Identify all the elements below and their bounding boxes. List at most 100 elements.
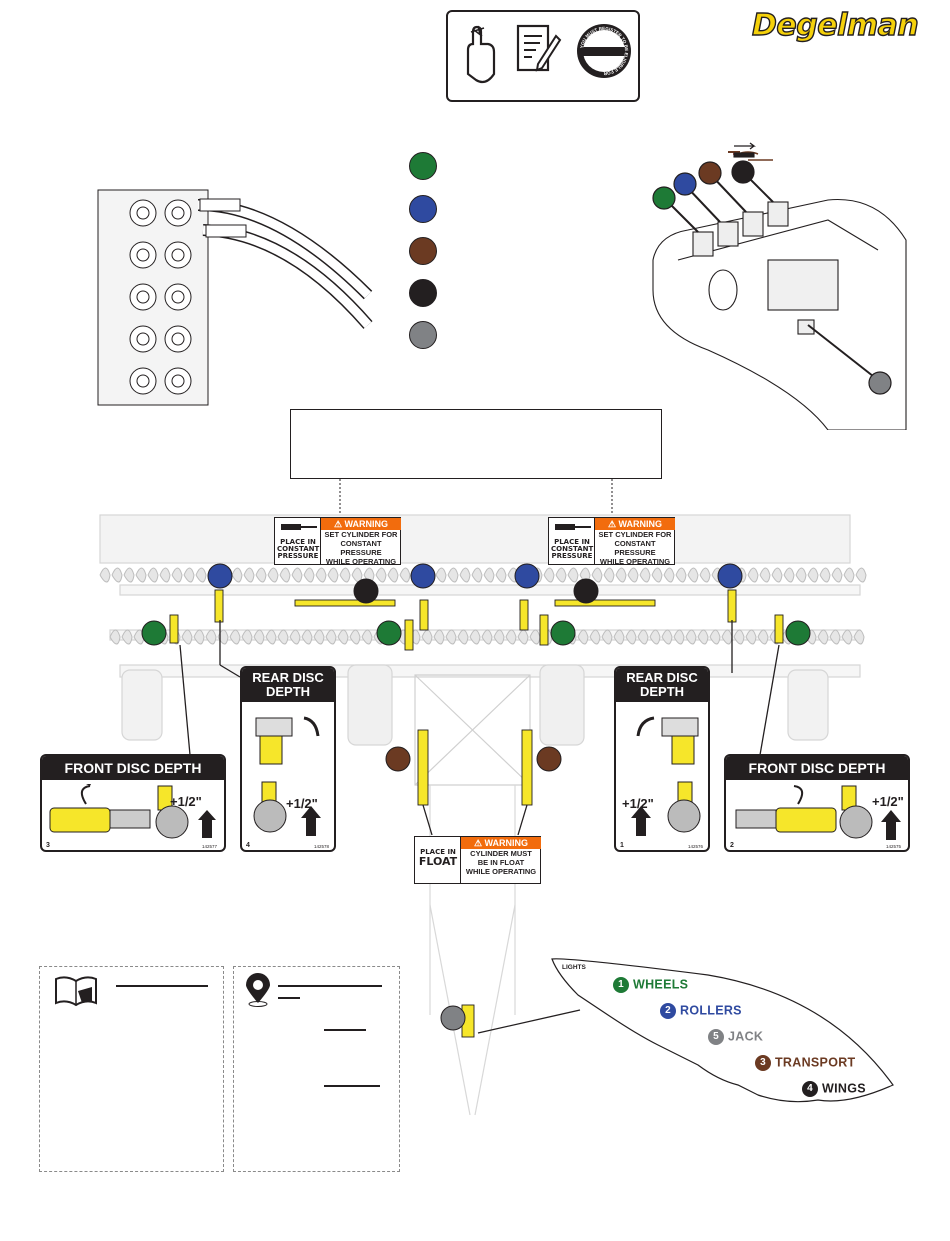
warning-label: WARNING bbox=[484, 838, 529, 848]
warning-line-1: CYLINDER MUST bbox=[470, 849, 532, 858]
disc-blade bbox=[255, 567, 267, 583]
disc-blade bbox=[337, 629, 349, 645]
disc-blade bbox=[663, 567, 675, 583]
disc-blade bbox=[555, 567, 567, 583]
disc-blade bbox=[817, 629, 829, 645]
disc-blade bbox=[183, 567, 195, 583]
tractor-console-illustration bbox=[652, 142, 907, 430]
depth-increment: +1/2" bbox=[872, 794, 904, 809]
decal-code: 142575 bbox=[886, 844, 902, 849]
disc-blade bbox=[757, 629, 769, 645]
decal-number: 3 bbox=[46, 842, 50, 849]
front-disc-depth-decal-right: FRONT DISC DEPTH +1/2" 2 142575 bbox=[724, 754, 910, 852]
disc-blade bbox=[649, 629, 661, 645]
decal-title-line-1: REAR DISC bbox=[252, 670, 324, 685]
disc-blade bbox=[567, 567, 579, 583]
rear-disc-depth-decal-right: REAR DISC DEPTH +1/2" 1 142576 bbox=[614, 666, 710, 852]
coupler-port-inner bbox=[136, 374, 150, 388]
disc-blade bbox=[639, 567, 651, 583]
warning-line-2: BE IN FLOAT bbox=[477, 858, 525, 867]
location-rule-2 bbox=[278, 997, 300, 999]
disc-blade bbox=[471, 567, 483, 583]
color-key-brown-dot bbox=[409, 237, 437, 265]
disc-blade bbox=[543, 567, 555, 583]
manual-rule bbox=[116, 985, 208, 987]
decal-pressure: PRESSURE bbox=[277, 552, 319, 560]
disc-blade bbox=[759, 567, 771, 583]
coupler-port-inner bbox=[136, 248, 150, 262]
disc-blade bbox=[171, 567, 183, 583]
disc-blade bbox=[651, 567, 663, 583]
disc-blade bbox=[831, 567, 843, 583]
lamp-number: 3 bbox=[755, 1055, 771, 1071]
disc-blade bbox=[783, 567, 795, 583]
lamp-label: ROLLERS bbox=[680, 1003, 742, 1018]
rear-disc-adjuster-icon bbox=[636, 716, 699, 765]
disc-blade bbox=[327, 567, 339, 583]
disc-blade bbox=[111, 567, 123, 583]
decal-place-in: PLACE IN bbox=[554, 538, 590, 546]
disc-blade bbox=[627, 567, 639, 583]
disc-blade bbox=[481, 629, 493, 645]
coupler-port-inner bbox=[136, 332, 150, 346]
lamp-label: WHEELS bbox=[633, 977, 689, 992]
disc-blade bbox=[351, 567, 363, 583]
disc-blade bbox=[433, 629, 445, 645]
lamp-label: JACK bbox=[728, 1029, 764, 1044]
manual-reference-box bbox=[39, 966, 224, 1172]
disc-blade bbox=[147, 567, 159, 583]
decal-title: FRONT DISC DEPTH bbox=[42, 756, 224, 780]
disc-blade bbox=[267, 567, 279, 583]
hose-label-panel-outline bbox=[551, 958, 894, 1103]
disc-blade bbox=[313, 629, 325, 645]
disc-blade bbox=[591, 567, 603, 583]
warning-header: ⚠ WARNING bbox=[321, 518, 401, 530]
color-key-green-dot bbox=[409, 152, 437, 180]
disc-blade bbox=[697, 629, 709, 645]
warning-label: WARNING bbox=[618, 519, 663, 529]
front-disc-adjuster-icon bbox=[735, 785, 837, 833]
coupler-port-inner bbox=[136, 290, 150, 304]
disc-blade bbox=[505, 629, 517, 645]
warning-line-3: WHILE OPERATING bbox=[325, 557, 397, 566]
disc-blade bbox=[459, 567, 471, 583]
rear-disc-depth-decal-left: REAR DISC DEPTH +1/2" 4 142578 bbox=[240, 666, 336, 852]
disc-blade bbox=[687, 567, 699, 583]
disc-blade bbox=[109, 629, 121, 645]
disc-blade bbox=[99, 567, 111, 583]
disc-blade bbox=[231, 567, 243, 583]
disc-blade bbox=[387, 567, 399, 583]
disc-blade bbox=[615, 567, 627, 583]
warning-line-2: CONSTANT PRESSURE bbox=[340, 539, 382, 557]
coupler-port-inner bbox=[171, 290, 185, 304]
lamp-label: WINGS bbox=[822, 1081, 866, 1096]
decal-place-in: PLACE IN bbox=[280, 538, 316, 546]
disc-blade bbox=[829, 629, 841, 645]
warning-header: ⚠ WARNING bbox=[595, 518, 675, 530]
disc-blade bbox=[315, 567, 327, 583]
disc-blade bbox=[241, 629, 253, 645]
warning-decal-constant-pressure-left: PLACE IN CONSTANT PRESSURE ⚠ WARNING SET… bbox=[274, 517, 401, 566]
decal-code: 142578 bbox=[314, 844, 330, 849]
lamp-label: TRANSPORT bbox=[775, 1055, 856, 1070]
decal-title-line-2: DEPTH bbox=[639, 684, 685, 699]
disc-blade bbox=[661, 629, 673, 645]
disc-blade bbox=[289, 629, 301, 645]
disc-blade bbox=[399, 567, 411, 583]
warning-label: WARNING bbox=[344, 519, 389, 529]
decal-title-line-1: REAR DISC bbox=[626, 670, 698, 685]
note-leader-lines bbox=[339, 479, 613, 519]
disc-blade-icon bbox=[839, 785, 901, 840]
disc-blade bbox=[675, 567, 687, 583]
instruction-note-box bbox=[290, 409, 662, 479]
color-key-gray-dot bbox=[409, 321, 437, 349]
operator-manual-icon bbox=[55, 976, 97, 1007]
disc-blade bbox=[807, 567, 819, 583]
disc-blade bbox=[843, 567, 855, 583]
disc-blade bbox=[339, 567, 351, 583]
decal-title: FRONT DISC DEPTH bbox=[726, 756, 908, 780]
depth-increment: +1/2" bbox=[170, 794, 202, 809]
